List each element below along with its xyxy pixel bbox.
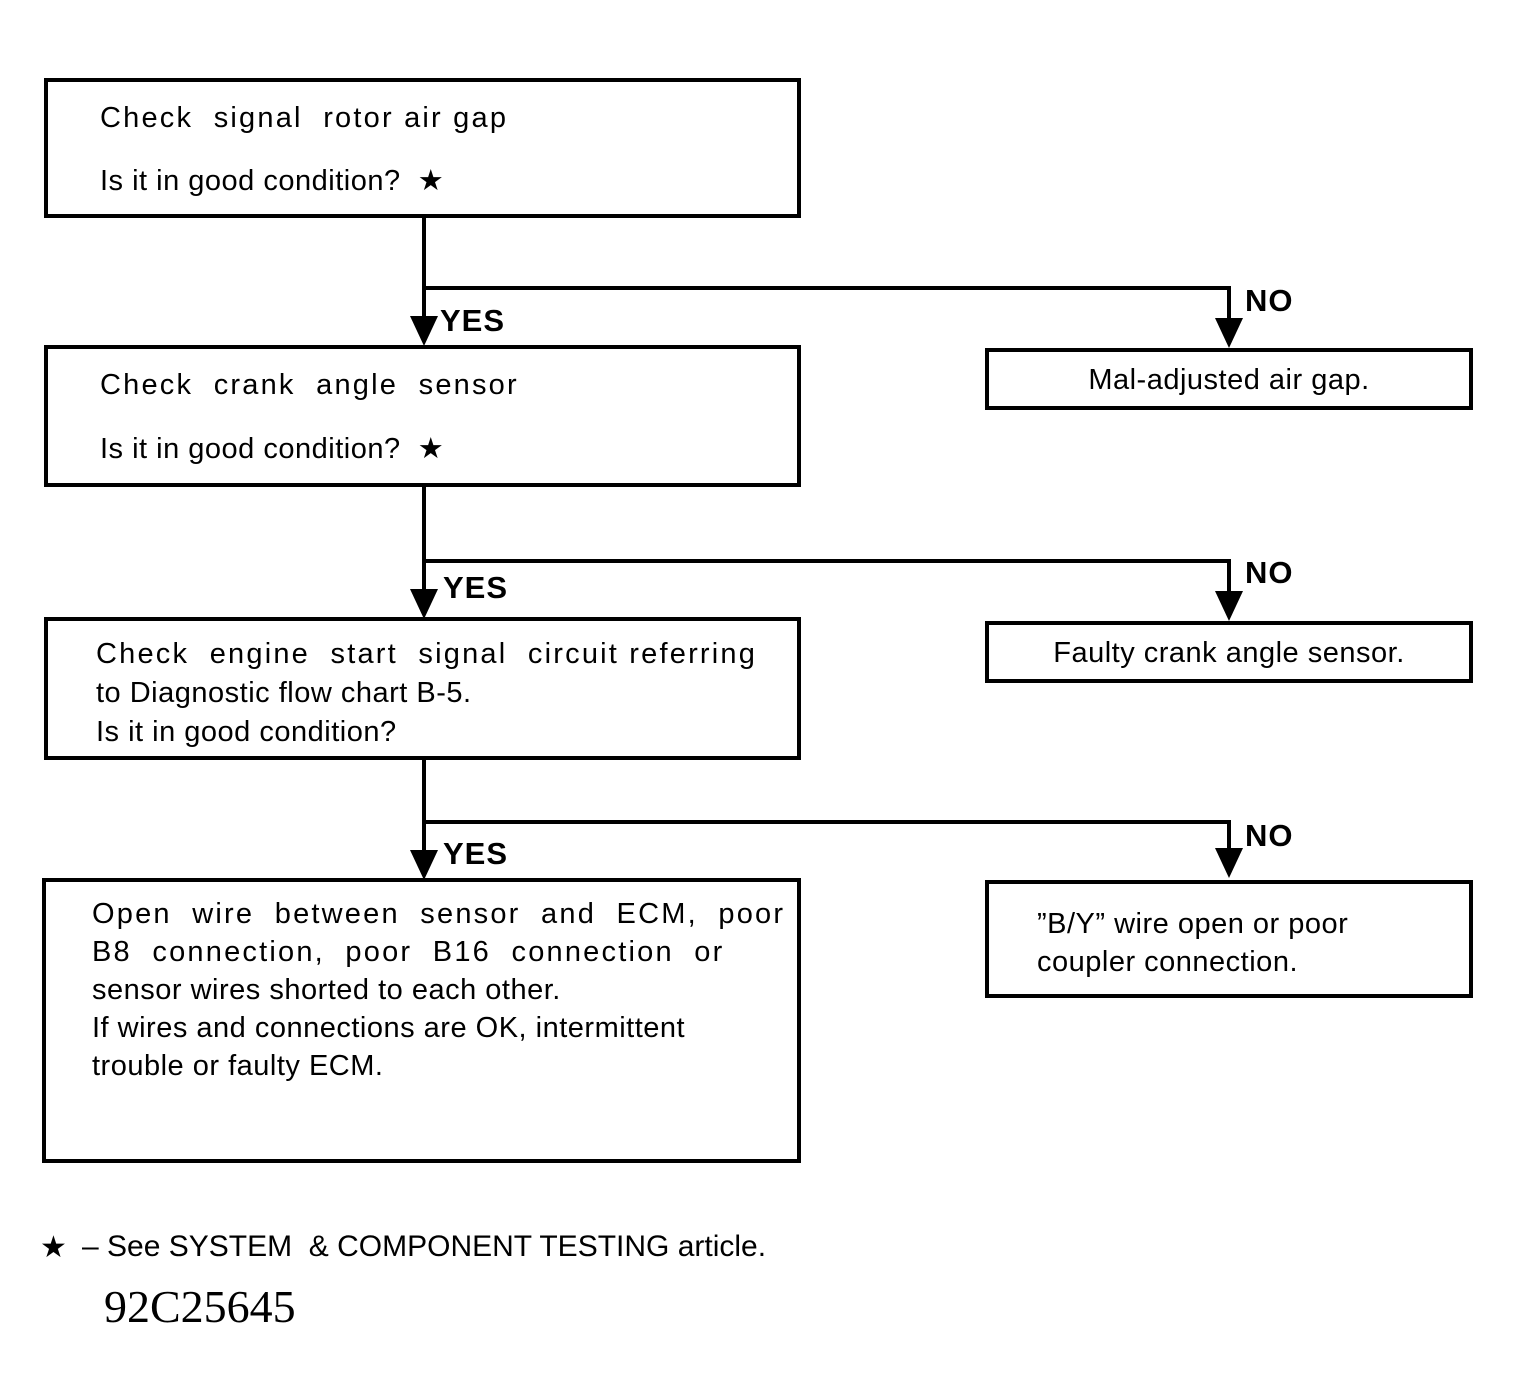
flow-box-step1[interactable]: Check signal rotor air gap Is it in good… bbox=[44, 78, 801, 218]
result3-line1: ”B/Y” wire open or poor bbox=[1037, 908, 1349, 940]
branch-label-no-1: NO bbox=[1245, 283, 1294, 318]
connector-step2-no-down bbox=[1227, 559, 1231, 595]
result-final-line2: B8 connection, poor B16 connection or bbox=[92, 936, 725, 968]
branch-label-yes-1: YES bbox=[440, 303, 506, 338]
footnote-star-icon: ★ bbox=[40, 1231, 67, 1264]
flow-box-result-by-wire-open[interactable]: ”B/Y” wire open or poor coupler connecti… bbox=[985, 880, 1473, 998]
arrowhead-step1-yes bbox=[410, 316, 438, 346]
branch-label-no-3: NO bbox=[1245, 818, 1294, 853]
step1-line2: Is it in good condition? ★ bbox=[100, 165, 445, 197]
footnote-text: – See SYSTEM & COMPONENT TESTING article… bbox=[82, 1230, 767, 1263]
step2-line2: Is it in good condition? ★ bbox=[100, 433, 445, 465]
connector-step3-trunk bbox=[422, 760, 426, 824]
arrowhead-step2-yes bbox=[410, 589, 438, 619]
step3-line2: to Diagnostic flow chart B-5. bbox=[96, 677, 472, 709]
result-final-line1: Open wire between sensor and ECM, poor bbox=[92, 898, 786, 930]
result-final-line3: sensor wires shorted to each other. bbox=[92, 974, 561, 1006]
connector-step1-no-horizontal bbox=[422, 286, 1231, 290]
connector-step2-no-horizontal bbox=[422, 559, 1231, 563]
branch-label-yes-3: YES bbox=[443, 836, 509, 871]
connector-step3-yes-down bbox=[422, 820, 426, 858]
result1-line1: Mal-adjusted air gap. bbox=[1088, 364, 1370, 396]
arrowhead-step2-no bbox=[1215, 591, 1243, 621]
flow-box-step3[interactable]: Check engine start signal circuit referr… bbox=[44, 617, 801, 760]
step1-line1: Check signal rotor air gap bbox=[100, 102, 509, 134]
connector-step1-trunk bbox=[422, 218, 426, 290]
result-final-line5: trouble or faulty ECM. bbox=[92, 1050, 384, 1082]
connector-step3-no-down bbox=[1227, 820, 1231, 850]
branch-label-yes-2: YES bbox=[443, 570, 509, 605]
document-id: 92C25645 bbox=[104, 1281, 296, 1332]
arrowhead-step3-no bbox=[1215, 848, 1243, 878]
arrowhead-step1-no bbox=[1215, 318, 1243, 348]
result-final-line4: If wires and connections are OK, intermi… bbox=[92, 1012, 686, 1044]
step3-line3: Is it in good condition? bbox=[96, 716, 397, 748]
flow-box-result-faulty-crank-angle-sensor[interactable]: Faulty crank angle sensor. bbox=[985, 621, 1473, 683]
result3-line2: coupler connection. bbox=[1037, 946, 1298, 978]
step2-line1: Check crank angle sensor bbox=[100, 369, 519, 401]
connector-step1-no-down bbox=[1227, 286, 1231, 322]
connector-step3-no-horizontal bbox=[422, 820, 1231, 824]
flow-box-result-final[interactable]: Open wire between sensor and ECM, poor B… bbox=[42, 878, 801, 1163]
flow-box-step2[interactable]: Check crank angle sensor Is it in good c… bbox=[44, 345, 801, 487]
result2-line1: Faulty crank angle sensor. bbox=[1053, 637, 1405, 669]
connector-step2-trunk bbox=[422, 487, 426, 563]
arrowhead-step3-yes bbox=[410, 850, 438, 880]
flow-box-result-maladjusted-air-gap[interactable]: Mal-adjusted air gap. bbox=[985, 348, 1473, 410]
connector-step1-yes-down bbox=[422, 286, 426, 324]
branch-label-no-2: NO bbox=[1245, 555, 1294, 590]
step3-line1: Check engine start signal circuit referr… bbox=[96, 638, 758, 670]
connector-step2-yes-down bbox=[422, 559, 426, 597]
